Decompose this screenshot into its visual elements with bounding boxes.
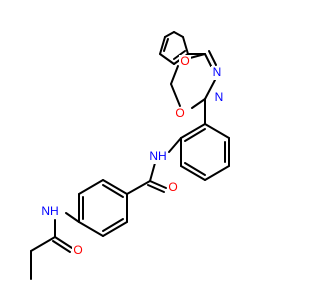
propanamide-nh-label: NH — [41, 204, 58, 218]
bond — [52, 240, 71, 253]
bond — [180, 123, 206, 139]
bond — [149, 162, 156, 182]
bond — [65, 212, 80, 223]
bond — [78, 179, 104, 195]
bond — [184, 162, 206, 176]
bond — [126, 180, 151, 195]
bond — [173, 31, 184, 38]
bond — [170, 65, 179, 85]
atom-labels: O N N O NH O NH O — [40, 54, 225, 258]
bond — [163, 38, 169, 52]
bond — [204, 53, 212, 67]
bond — [54, 236, 73, 249]
bond — [159, 53, 175, 65]
amide-oxygen-label: O — [168, 180, 177, 194]
bond — [102, 218, 124, 232]
structure-canvas: O N N O NH O NH O — [30, 31, 230, 280]
oxadiazole-nitrogen-label: N — [215, 90, 224, 104]
molecule-diagram: O N N O NH O NH O — [30, 31, 230, 280]
furan-oxygen-label: O — [180, 54, 189, 68]
amide-nh-label: NH — [149, 149, 166, 163]
bond — [168, 137, 182, 153]
bond — [184, 128, 206, 142]
bond — [78, 221, 104, 237]
bond — [204, 123, 230, 139]
phenyl-ring-1 — [180, 123, 230, 181]
bond — [149, 180, 167, 189]
bond — [147, 184, 165, 193]
bond — [180, 165, 206, 181]
bond — [204, 79, 216, 100]
oxadiazole-ring — [170, 50, 217, 109]
bond — [102, 221, 128, 237]
oxadiazole-nitrogen-label: N — [213, 65, 222, 79]
oxadiazole-oxygen-label: O — [175, 106, 184, 120]
bond — [102, 179, 128, 195]
phenyl-ring-2 — [78, 179, 128, 237]
bond — [182, 36, 189, 55]
bond — [30, 236, 56, 252]
bond — [204, 165, 230, 181]
bond — [170, 83, 181, 107]
bond — [191, 98, 206, 109]
bond — [189, 53, 206, 59]
propanamide-oxygen-label: O — [73, 243, 82, 257]
bond — [208, 50, 217, 66]
bond — [102, 184, 124, 198]
bond — [159, 36, 166, 55]
bond — [164, 31, 175, 38]
